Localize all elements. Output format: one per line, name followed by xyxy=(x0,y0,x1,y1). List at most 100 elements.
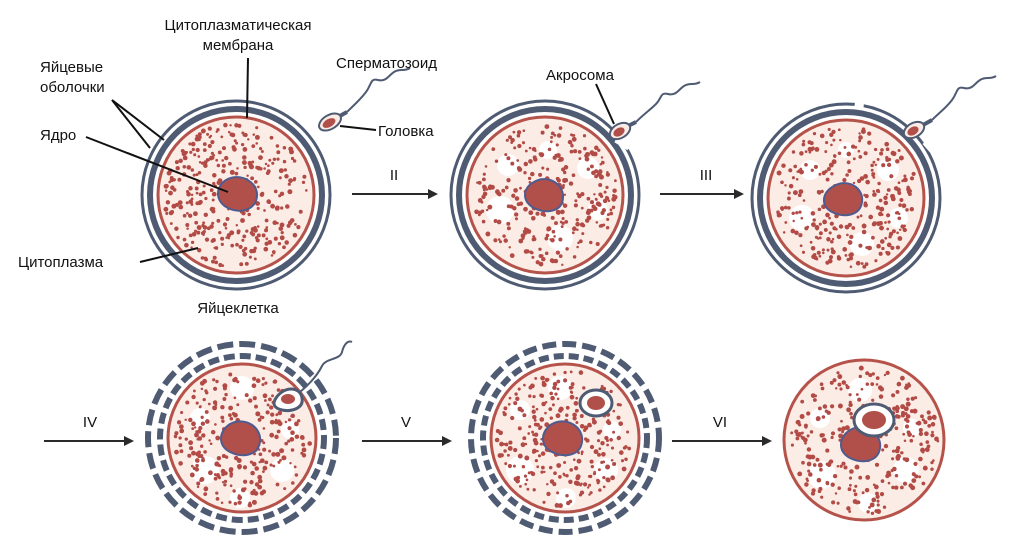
granule xyxy=(876,499,880,503)
granule xyxy=(848,476,853,480)
granule xyxy=(839,387,843,391)
granule xyxy=(268,201,271,205)
granule xyxy=(214,423,217,426)
granule xyxy=(924,447,930,453)
granule xyxy=(834,387,838,390)
granule xyxy=(570,382,575,387)
granule xyxy=(178,204,184,210)
granule xyxy=(806,225,810,229)
granule xyxy=(878,394,884,399)
granule xyxy=(595,241,600,247)
granule xyxy=(885,193,889,196)
granule xyxy=(603,190,607,194)
granule xyxy=(204,389,208,393)
granule xyxy=(188,417,193,423)
granule xyxy=(920,414,924,419)
granule xyxy=(293,177,297,181)
granule xyxy=(255,142,258,145)
granule xyxy=(842,247,848,252)
granule xyxy=(886,188,891,192)
granule xyxy=(818,236,822,240)
granule xyxy=(810,148,814,152)
granule xyxy=(838,224,844,229)
granule xyxy=(531,255,535,259)
granule xyxy=(879,225,884,231)
granule xyxy=(184,242,189,248)
granule xyxy=(197,436,203,441)
granule xyxy=(802,139,806,143)
granule xyxy=(264,162,268,166)
granule xyxy=(171,203,177,209)
granule xyxy=(216,163,221,168)
granule xyxy=(553,471,557,476)
granule xyxy=(874,484,879,490)
granule xyxy=(235,141,239,145)
granule xyxy=(589,491,593,495)
granule xyxy=(253,257,257,261)
granule xyxy=(503,449,507,453)
granule xyxy=(846,506,851,511)
granule xyxy=(512,464,516,468)
granule xyxy=(277,421,283,427)
granule xyxy=(191,147,195,152)
granule xyxy=(578,370,584,375)
granule xyxy=(562,203,568,208)
granule xyxy=(589,208,594,213)
granule xyxy=(232,147,237,152)
granule xyxy=(855,393,859,396)
granule xyxy=(262,470,265,473)
granule xyxy=(228,500,232,504)
granule xyxy=(202,148,207,152)
granule xyxy=(307,441,313,446)
granule xyxy=(864,262,869,266)
granule xyxy=(900,375,905,381)
granule xyxy=(549,238,552,241)
granule xyxy=(188,186,193,191)
granule xyxy=(606,443,609,447)
granule xyxy=(885,370,890,375)
granule xyxy=(292,232,298,238)
granule xyxy=(821,170,826,176)
granule xyxy=(190,168,195,172)
granule xyxy=(599,174,604,180)
granule xyxy=(538,426,542,431)
granule xyxy=(228,161,232,166)
granule xyxy=(240,142,245,147)
granule xyxy=(255,378,261,383)
granule xyxy=(278,176,282,180)
granule xyxy=(275,451,281,457)
granule xyxy=(891,229,896,234)
granule xyxy=(578,239,583,244)
granule xyxy=(217,178,223,184)
granule xyxy=(806,434,810,438)
granule xyxy=(276,388,281,392)
granule xyxy=(549,416,553,420)
inner-shell-dashed xyxy=(157,353,327,523)
granule xyxy=(810,246,816,251)
granule xyxy=(184,418,187,422)
granule xyxy=(272,157,277,161)
granule xyxy=(546,226,552,232)
granule xyxy=(185,223,190,227)
granule xyxy=(215,497,220,501)
granule xyxy=(283,487,287,491)
granule xyxy=(292,159,297,163)
granule xyxy=(812,463,817,467)
granule xyxy=(262,441,266,445)
granule xyxy=(793,190,798,196)
cytoplasm-granules xyxy=(173,372,313,508)
granule xyxy=(837,382,842,387)
granule xyxy=(264,218,269,223)
granule xyxy=(236,403,240,407)
granule xyxy=(182,155,188,161)
granule xyxy=(855,501,859,505)
granule xyxy=(280,206,284,210)
granule xyxy=(528,425,532,429)
granule xyxy=(588,483,592,487)
granule xyxy=(861,223,867,229)
granule xyxy=(621,466,627,472)
granule xyxy=(580,206,584,210)
granule xyxy=(506,221,511,226)
granule xyxy=(533,418,537,422)
granule xyxy=(827,127,831,131)
